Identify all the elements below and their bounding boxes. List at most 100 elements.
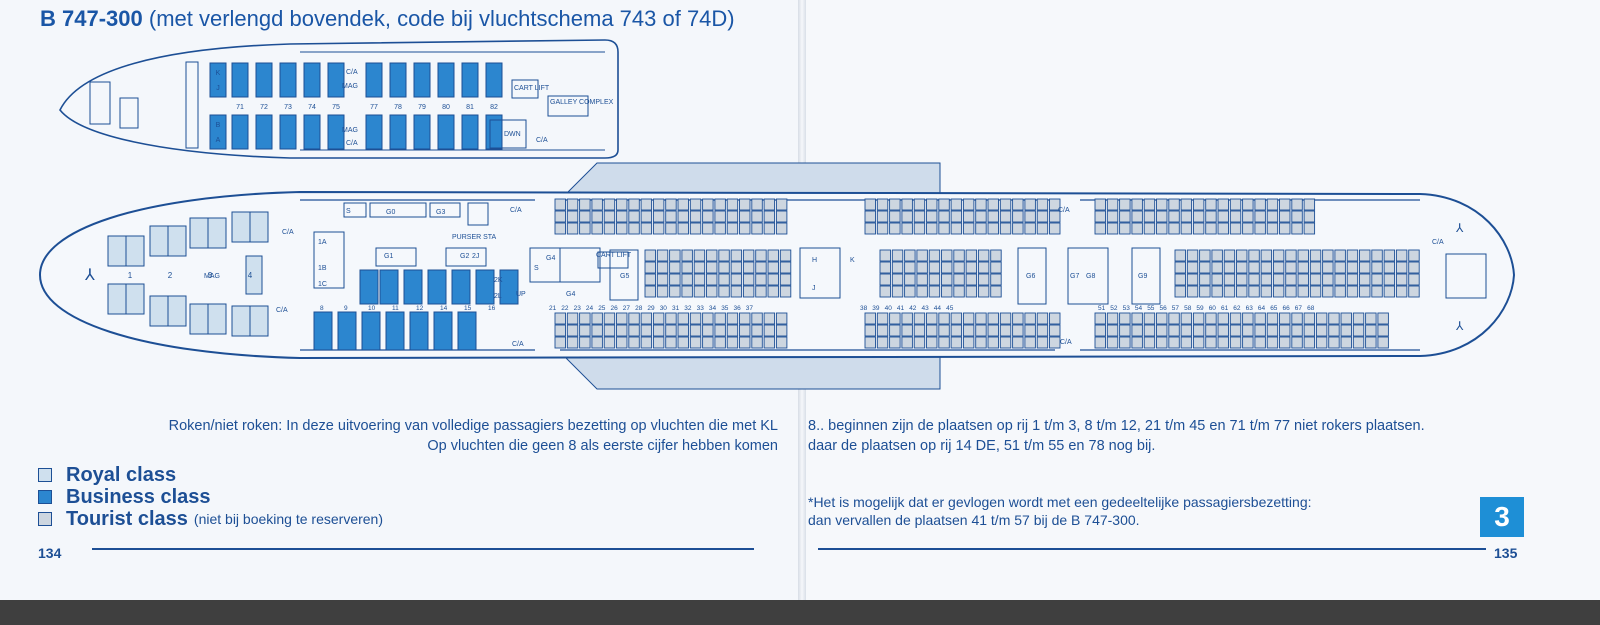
tourist-seat — [1024, 198, 1036, 211]
tourist-seat — [1036, 198, 1049, 211]
tourist-seat — [1217, 312, 1229, 325]
tourist-seat — [579, 312, 591, 325]
tourist-seat — [1156, 222, 1168, 235]
tourist-seat — [864, 312, 876, 325]
upper-seat — [485, 62, 503, 98]
main-deck-label: 2K — [494, 277, 503, 284]
tourist-seat — [656, 249, 669, 262]
rear-lavatory-box — [1445, 253, 1487, 299]
tourist-seat — [975, 324, 987, 337]
tourist-seat — [1303, 210, 1316, 223]
tourist-seat — [566, 324, 579, 337]
row-number: 21 — [549, 305, 557, 312]
tourist-seat — [1131, 336, 1143, 349]
tourist-seat — [763, 324, 776, 337]
tourist-seat — [1211, 285, 1223, 298]
tourist-seat — [889, 198, 901, 211]
tourist-seat — [975, 222, 987, 235]
upper-row-label: 81 — [466, 104, 474, 111]
tourist-seat — [876, 198, 889, 211]
tourist-seat — [926, 198, 938, 211]
tourist-seat — [702, 222, 714, 235]
main-deck-label: C/A — [510, 207, 522, 214]
main-deck-label: G2 — [460, 253, 469, 260]
tourist-seat — [941, 261, 953, 274]
royal-seat — [167, 225, 187, 257]
tourist-seat — [1395, 249, 1408, 262]
tourist-seat — [975, 210, 987, 223]
tourist-seat — [987, 336, 999, 349]
tourist-seat — [1199, 261, 1211, 274]
tourist-seat — [1180, 324, 1193, 337]
tourist-seat — [879, 285, 891, 298]
tourist-seat — [669, 261, 681, 274]
tourist-seat — [1024, 222, 1036, 235]
tourist-seat — [665, 336, 677, 349]
tourist-seat — [693, 249, 706, 262]
tourist-seat — [742, 261, 755, 274]
tourist-seat — [928, 273, 941, 286]
tourist-seat — [1036, 324, 1049, 337]
row-number: 23 — [574, 305, 582, 312]
business-seat — [427, 269, 447, 305]
tourist-seat — [603, 198, 616, 211]
tourist-seat — [616, 336, 628, 349]
tourist-seat — [1119, 336, 1131, 349]
tourist-seat — [1106, 222, 1119, 235]
tourist-seat — [1119, 312, 1131, 325]
tourist-seat — [1291, 210, 1303, 223]
tourist-seat — [616, 198, 628, 211]
footer-rule-left — [92, 548, 754, 550]
tourist-seat — [591, 198, 603, 211]
tourist-seat — [1174, 249, 1186, 262]
tourist-seat — [1242, 312, 1254, 325]
tourist-seat — [1359, 249, 1371, 262]
tourist-seat — [1192, 198, 1205, 211]
main-deck-label: H — [812, 257, 817, 264]
tourist-seat — [1143, 198, 1156, 211]
tourist-seat — [739, 198, 751, 211]
upper-seat — [389, 114, 407, 150]
tourist-seat — [763, 210, 776, 223]
row-number: 16 — [488, 305, 496, 312]
tourist-seat — [628, 336, 640, 349]
upper-seat — [231, 114, 249, 150]
tourist-seat — [962, 198, 975, 211]
tourist-seat — [775, 324, 788, 337]
tourist-seat — [916, 261, 928, 274]
tourist-seat — [677, 210, 689, 223]
tourist-seat — [1186, 285, 1199, 298]
tourist-seat — [1254, 222, 1266, 235]
tourist-seat — [1297, 249, 1309, 262]
tourist-seat — [977, 273, 990, 286]
tourist-seat — [1322, 273, 1334, 286]
tourist-seat — [1309, 285, 1322, 298]
tourist-seat — [1131, 222, 1143, 235]
galley-lavatory-box — [313, 231, 345, 289]
row-number: 43 — [922, 305, 930, 312]
tourist-seat — [603, 222, 616, 235]
upper-row-label: 72 — [260, 104, 268, 111]
tourist-seat — [1242, 222, 1254, 235]
tourist-seat — [1359, 261, 1371, 274]
row-number: 37 — [746, 305, 754, 312]
tourist-seat — [1106, 198, 1119, 211]
tourist-seat — [1340, 336, 1352, 349]
cart-lift-box — [511, 79, 539, 99]
tourist-seat — [1322, 285, 1334, 298]
galley-lavatory-box — [609, 249, 639, 301]
upper-seat-letter: A — [216, 137, 221, 144]
tourist-seat — [1223, 249, 1236, 262]
tourist-seat — [665, 198, 677, 211]
tourist-seat — [1143, 336, 1156, 349]
tourist-seat — [706, 261, 718, 274]
upper-seat — [437, 114, 455, 150]
scan-edge — [0, 600, 1600, 625]
tourist-seat — [706, 273, 718, 286]
tourist-seat — [1254, 336, 1266, 349]
tourist-seat — [990, 249, 1002, 262]
tourist-seat — [1334, 261, 1346, 274]
tourist-seat — [1248, 261, 1260, 274]
tourist-seat — [1094, 336, 1106, 349]
